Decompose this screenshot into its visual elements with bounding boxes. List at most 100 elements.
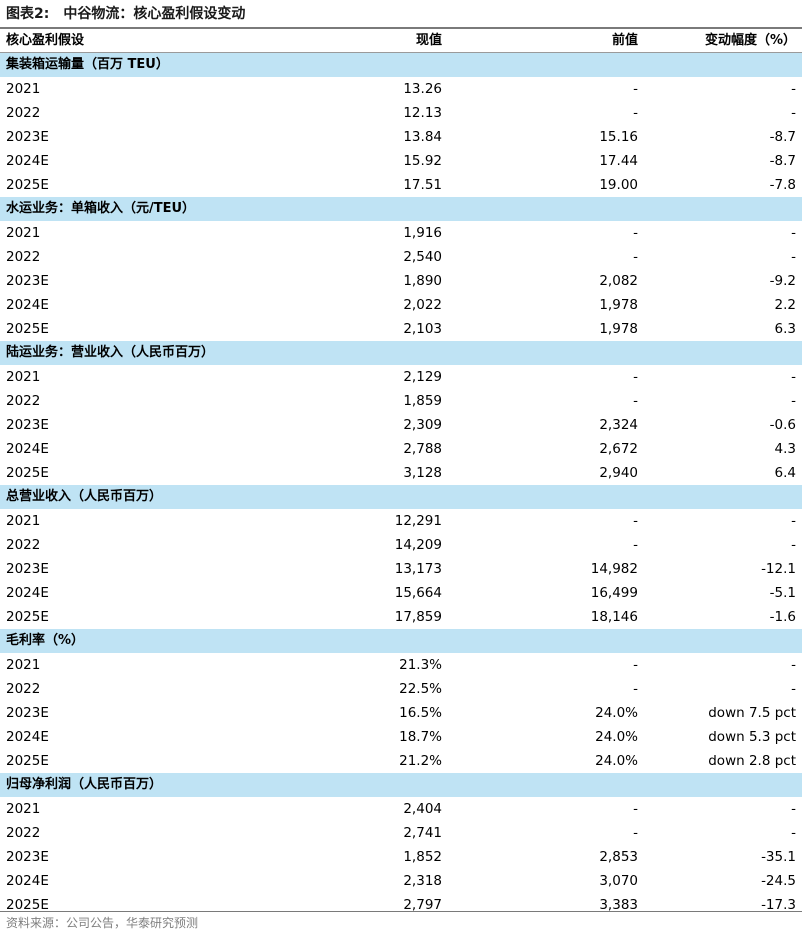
- previous-value-cell: 1,978: [599, 321, 638, 337]
- previous-value-cell: -: [633, 801, 638, 817]
- year-cell: 2022: [6, 249, 41, 265]
- year-cell: 2024E: [6, 441, 49, 457]
- year-cell: 2023E: [6, 849, 49, 865]
- change-cell: -35.1: [761, 849, 796, 865]
- current-value-cell: 1,859: [403, 393, 442, 409]
- previous-value-cell: 24.0%: [595, 705, 638, 721]
- year-cell: 2021: [6, 369, 41, 385]
- change-cell: -: [791, 225, 796, 241]
- table-bottom-divider: [0, 911, 802, 912]
- change-cell: down 5.3 pct: [708, 729, 796, 745]
- change-cell: 2.2: [774, 297, 796, 313]
- change-cell: -5.1: [769, 585, 796, 601]
- change-cell: -12.1: [761, 561, 796, 577]
- change-cell: -24.5: [761, 873, 796, 889]
- year-cell: 2024E: [6, 729, 49, 745]
- change-cell: -1.6: [769, 609, 796, 625]
- year-cell: 2025E: [6, 321, 49, 337]
- current-value-cell: 2,129: [403, 369, 442, 385]
- change-cell: down 2.8 pct: [708, 753, 796, 769]
- current-value-cell: 12,291: [394, 513, 442, 529]
- section-title: 归母净利润（人民币百万）: [6, 777, 163, 792]
- header-change: 变动幅度（%）: [704, 33, 796, 48]
- header-current: 现值: [415, 33, 442, 48]
- change-cell: -9.2: [769, 273, 796, 289]
- previous-value-cell: -: [633, 681, 638, 697]
- table-header: 核心盈利假设 现值 前值 变动幅度（%）: [0, 29, 802, 53]
- current-value-cell: 12.13: [403, 105, 442, 121]
- change-cell: -: [791, 513, 796, 529]
- current-value-cell: 1,890: [403, 273, 442, 289]
- current-value-cell: 2,309: [403, 417, 442, 433]
- change-cell: -: [791, 657, 796, 673]
- year-cell: 2022: [6, 537, 41, 553]
- section-header: 水运业务：单箱收入（元/TEU）: [0, 197, 802, 221]
- year-cell: 2025E: [6, 609, 49, 625]
- change-cell: -: [791, 369, 796, 385]
- year-cell: 2023E: [6, 273, 49, 289]
- current-value-cell: 1,852: [403, 849, 442, 865]
- change-cell: -0.6: [769, 417, 796, 433]
- section-title: 陆运业务：营业收入（人民币百万）: [6, 345, 215, 360]
- previous-value-cell: 2,940: [599, 465, 638, 481]
- previous-value-cell: -: [633, 537, 638, 553]
- change-cell: -: [791, 825, 796, 841]
- current-value-cell: 2,103: [403, 321, 442, 337]
- year-cell: 2021: [6, 801, 41, 817]
- section-title: 总营业收入（人民币百万）: [6, 489, 163, 504]
- current-value-cell: 18.7%: [399, 729, 442, 745]
- current-value-cell: 13.26: [403, 81, 442, 97]
- current-value-cell: 17.51: [403, 177, 442, 193]
- section-header: 集装箱运输量（百万 TEU）: [0, 53, 802, 77]
- current-value-cell: 15,664: [394, 585, 442, 601]
- section-header: 毛利率（%）: [0, 629, 802, 653]
- change-cell: down 7.5 pct: [708, 705, 796, 721]
- section-header: 归母净利润（人民币百万）: [0, 773, 802, 797]
- year-cell: 2022: [6, 825, 41, 841]
- current-value-cell: 21.2%: [399, 753, 442, 769]
- year-cell: 2024E: [6, 153, 49, 169]
- previous-value-cell: 18,146: [590, 609, 638, 625]
- table-row: 2022 14,209 - -: [0, 533, 802, 557]
- previous-value-cell: -: [633, 81, 638, 97]
- year-cell: 2023E: [6, 561, 49, 577]
- current-value-cell: 13.84: [403, 129, 442, 145]
- current-value-cell: 14,209: [394, 537, 442, 553]
- year-cell: 2025E: [6, 897, 49, 913]
- change-cell: -8.7: [769, 129, 796, 145]
- previous-value-cell: 2,324: [599, 417, 638, 433]
- title-divider: [0, 27, 802, 29]
- section-title: 水运业务：单箱收入（元/TEU）: [6, 201, 196, 216]
- change-cell: -: [791, 801, 796, 817]
- year-cell: 2024E: [6, 297, 49, 313]
- year-cell: 2022: [6, 393, 41, 409]
- change-cell: 6.4: [774, 465, 796, 481]
- year-cell: 2022: [6, 681, 41, 697]
- year-cell: 2022: [6, 105, 41, 121]
- previous-value-cell: 24.0%: [595, 753, 638, 769]
- year-cell: 2023E: [6, 129, 49, 145]
- section-header: 陆运业务：营业收入（人民币百万）: [0, 341, 802, 365]
- current-value-cell: 2,022: [403, 297, 442, 313]
- year-cell: 2024E: [6, 585, 49, 601]
- current-value-cell: 2,318: [403, 873, 442, 889]
- current-value-cell: 15.92: [403, 153, 442, 169]
- year-cell: 2021: [6, 513, 41, 529]
- change-cell: -: [791, 537, 796, 553]
- year-cell: 2025E: [6, 177, 49, 193]
